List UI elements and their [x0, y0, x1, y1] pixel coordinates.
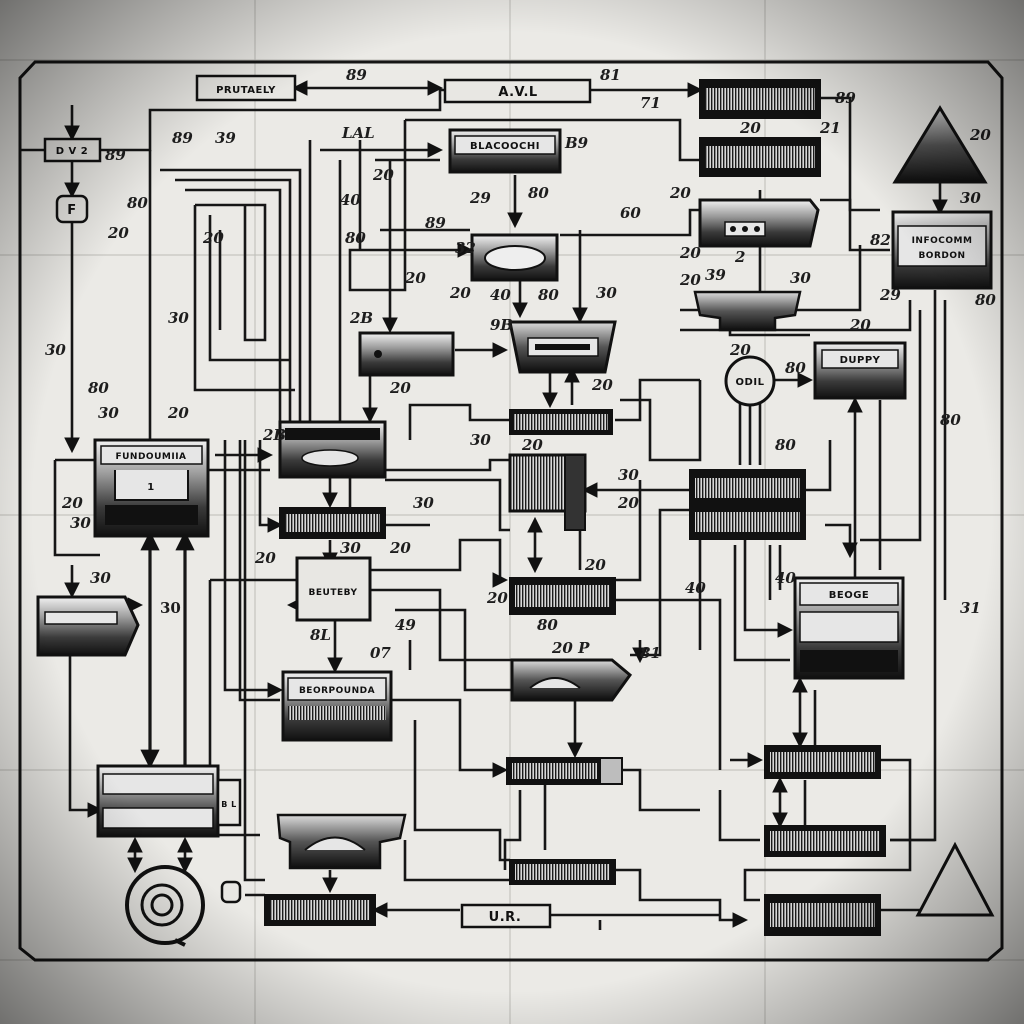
label: 89 [172, 129, 193, 147]
box-f-label: F [67, 203, 76, 218]
box-dv2-label: D V 2 [56, 146, 88, 157]
label: 40 [775, 569, 796, 587]
label: 39 [705, 266, 726, 284]
label: 40 [685, 579, 706, 597]
box-infocomm-label-2: BORDON [918, 251, 965, 261]
label: 20 [584, 556, 606, 574]
label: 30 [413, 494, 434, 512]
label: 30 [70, 514, 91, 532]
label: 30 [98, 404, 119, 422]
box-fundoumiia-sub: 1 [147, 482, 154, 493]
label: 20 [107, 224, 129, 242]
box-prutaely-label: PRUTAELY [216, 85, 276, 96]
circle-odil-label: ODIL [736, 377, 765, 388]
box-blacoochi-label: BLACOOCHI [470, 141, 540, 152]
label: 20 [389, 539, 411, 557]
box-beoge-label: BEOGE [829, 590, 870, 601]
label: 30 [618, 466, 639, 484]
label: 2 [734, 248, 745, 266]
label: 8L [310, 626, 331, 644]
label: 20 [254, 549, 276, 567]
label: 31 [960, 599, 981, 617]
label: 2B [349, 309, 373, 327]
label: 21 [819, 119, 841, 137]
label: 20 P [551, 639, 590, 657]
label: 80 [940, 411, 961, 429]
label: 30 [790, 269, 811, 287]
box-bl-label: B L [221, 800, 236, 809]
label: 20 [849, 316, 871, 334]
label: 60 [620, 204, 641, 222]
box-arrow-left [38, 597, 138, 655]
label: 29 [879, 286, 901, 304]
label: 20 [729, 341, 751, 359]
label: 20 [202, 229, 224, 247]
label: 20 [679, 244, 701, 262]
label: 20 [486, 589, 508, 607]
label: 30 [960, 189, 981, 207]
label: 20 [679, 271, 701, 289]
label: 20 [404, 269, 426, 287]
box-beuteby-label: BEUTEBY [309, 588, 358, 598]
label: 30 [45, 341, 66, 359]
label: 80 [528, 184, 549, 202]
label: 80 [538, 286, 559, 304]
label: 89 [105, 146, 126, 164]
device-dome-center [512, 660, 630, 700]
label: 20 [521, 436, 543, 454]
label: 20 [449, 284, 471, 302]
label: 20 [617, 494, 639, 512]
label: 80 [345, 229, 366, 247]
box-small-center-left [360, 333, 453, 375]
label: 20 [669, 184, 691, 202]
label: 81 [600, 66, 621, 84]
box-infocomm-label-1: INFOCOMM [912, 236, 973, 246]
label: 20 [61, 494, 83, 512]
label: 80 [975, 291, 996, 309]
label: 40 [490, 286, 511, 304]
box-fundoumiia-label: FUNDOUMIIA [115, 452, 186, 462]
label: 40 [340, 191, 361, 209]
label: 32 [455, 239, 476, 257]
label: 9B [490, 316, 513, 334]
label: 71 [640, 94, 661, 112]
label: 89 [425, 214, 446, 232]
label: 30 [90, 569, 111, 587]
label: 80 [127, 194, 148, 212]
label: 2B [262, 426, 286, 444]
label: 89 [346, 66, 367, 84]
label: B9 [564, 134, 589, 152]
label: 30 [596, 284, 617, 302]
label: 80 [537, 616, 558, 634]
label: 07 [370, 644, 391, 662]
label: 20 [372, 166, 394, 184]
plug-bottom-left [222, 882, 240, 902]
label: 30 [340, 539, 361, 557]
label: 20 [591, 376, 613, 394]
label: 80 [785, 359, 806, 377]
label: 81 [640, 644, 661, 662]
label: 89 [835, 89, 856, 107]
label: 20 [969, 126, 991, 144]
box-beorpounda-label: BEORPOUNDA [299, 686, 375, 696]
label: 29 [469, 189, 491, 207]
label: 80 [88, 379, 109, 397]
label: 20 [167, 404, 189, 422]
label: 20 [389, 379, 411, 397]
label: 30 [160, 599, 181, 617]
box-avl-label: A.V.L [498, 85, 537, 100]
label: 80 [775, 436, 796, 454]
label: 39 [215, 129, 236, 147]
box-duppy-label: DUPPY [840, 355, 881, 366]
label: 30 [168, 309, 189, 327]
label: LAL [341, 124, 375, 142]
label: 49 [395, 616, 416, 634]
label: 82 [870, 231, 891, 249]
box-ur-label: U.R. [489, 910, 522, 925]
label: 20 [739, 119, 761, 137]
label: 30 [470, 431, 491, 449]
